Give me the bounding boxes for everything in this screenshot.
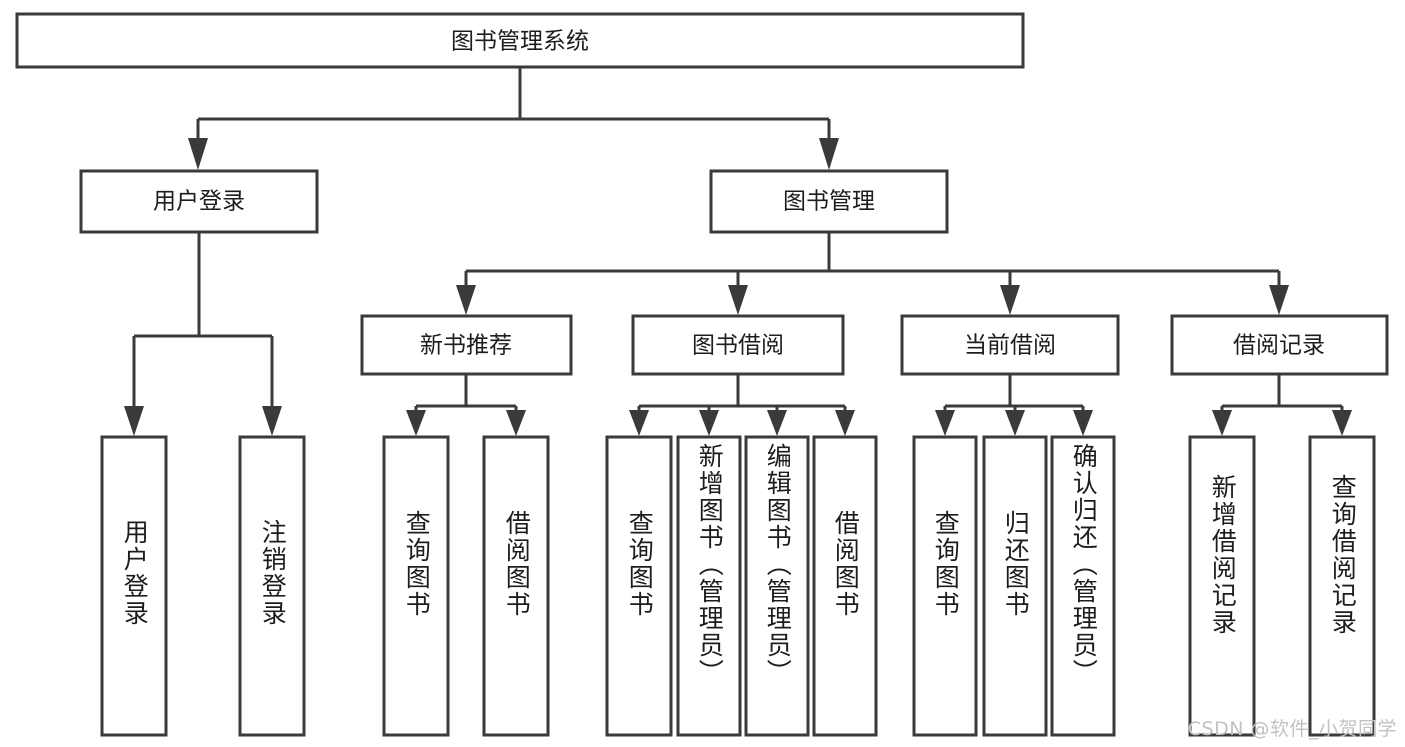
node-current-borrow-rect[interactable]	[900, 314, 1120, 376]
arrow-head-leaf-confirm-return	[1073, 410, 1093, 436]
node-leaf-borrow-book-1-rect[interactable]	[482, 435, 550, 737]
arrow-head-leaf-borrow-book-2	[835, 410, 855, 436]
connector-group-book-borrow	[629, 374, 855, 436]
node-current-borrow-label: 当前借阅	[964, 333, 1056, 359]
arrow-head-user-login	[188, 138, 208, 170]
node-book-manage-label: 图书管理	[783, 189, 875, 215]
connector-group-new-book-rec	[406, 374, 526, 436]
arrow-head-leaf-query-record	[1332, 410, 1352, 436]
node-book-borrow-label: 图书借阅	[692, 333, 784, 359]
arrow-head-borrow-record	[1269, 285, 1289, 315]
node-new-book-rec-label: 新书推荐	[420, 333, 512, 359]
connector-group-user-login	[124, 232, 282, 436]
leaf-boxes	[100, 435, 1376, 737]
node-current-borrow[interactable]: 当前借阅	[900, 314, 1120, 376]
node-borrow-record-label: 借阅记录	[1233, 333, 1325, 359]
arrow-head-leaf-add-record	[1212, 410, 1232, 436]
connector-group-borrow-record	[1212, 374, 1352, 436]
connector-group-current-borrow	[935, 374, 1093, 436]
node-book-manage[interactable]: 图书管理	[709, 169, 949, 234]
node-root[interactable]: 图书管理系统	[15, 12, 1025, 69]
connector-group-root	[188, 67, 839, 170]
connector-group-book-manage	[456, 232, 1289, 315]
arrow-head-leaf-borrow-book-1	[506, 410, 526, 436]
arrow-head-leaf-edit-book	[767, 410, 787, 436]
arrow-head-leaf-user-logout	[262, 406, 282, 436]
node-leaf-user-logout-rect[interactable]	[238, 435, 306, 737]
node-leaf-query-book-1-rect[interactable]	[382, 435, 450, 737]
node-user-login-label: 用户登录	[153, 189, 245, 215]
node-new-book-rec-rect[interactable]	[360, 314, 573, 376]
arrow-head-leaf-query-book-2	[629, 410, 649, 436]
arrow-head-leaf-add-book	[699, 410, 719, 436]
node-leaf-borrow-book-2-rect[interactable]	[812, 435, 878, 737]
node-borrow-record[interactable]: 借阅记录	[1170, 314, 1389, 376]
node-leaf-add-book-rect[interactable]	[676, 435, 742, 737]
node-leaf-confirm-return-rect[interactable]	[1050, 435, 1116, 737]
watermark-text: CSDN @软件_小贺同学	[1187, 718, 1397, 740]
node-book-borrow[interactable]: 图书借阅	[631, 314, 845, 376]
arrow-head-leaf-query-book-1	[406, 410, 426, 436]
node-leaf-query-record-rect[interactable]	[1308, 435, 1376, 737]
arrow-head-book-borrow	[728, 285, 748, 315]
node-borrow-record-rect[interactable]	[1170, 314, 1389, 376]
node-root-rect[interactable]	[15, 12, 1025, 69]
node-book-borrow-rect[interactable]	[631, 314, 845, 376]
node-leaf-query-book-2-rect[interactable]	[605, 435, 673, 737]
node-new-book-rec[interactable]: 新书推荐	[360, 314, 573, 376]
node-leaf-return-book-rect[interactable]	[982, 435, 1048, 737]
arrow-head-new-book-rec	[456, 285, 476, 315]
arrow-head-leaf-return-book	[1005, 410, 1025, 436]
arrow-head-current-borrow	[1000, 285, 1020, 315]
node-leaf-user-login-rect[interactable]	[100, 435, 168, 737]
node-leaf-query-book-3-rect[interactable]	[912, 435, 978, 737]
arrow-head-leaf-query-book-3	[935, 410, 955, 436]
arrow-head-leaf-user-login	[124, 406, 144, 436]
node-leaf-edit-book-rect[interactable]	[744, 435, 810, 737]
node-user-login-rect[interactable]	[79, 169, 319, 234]
node-book-manage-rect[interactable]	[709, 169, 949, 234]
node-user-login[interactable]: 用户登录	[79, 169, 319, 234]
arrow-head-book-manage	[819, 138, 839, 170]
node-root-label: 图书管理系统	[451, 29, 589, 55]
node-leaf-add-record-rect[interactable]	[1188, 435, 1256, 737]
